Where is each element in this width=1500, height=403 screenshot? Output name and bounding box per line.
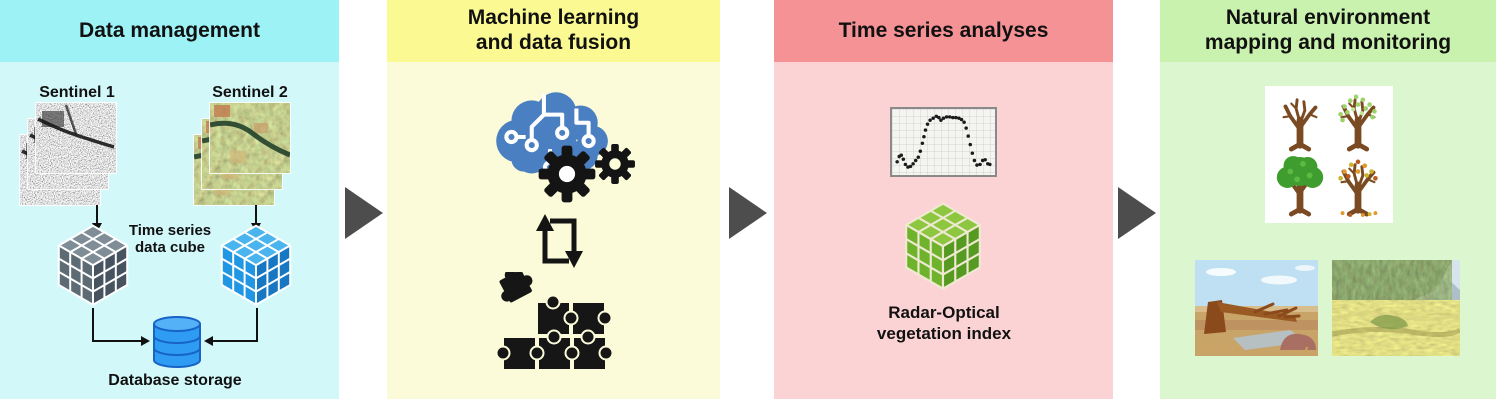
sentinel-1-image-stack-icon — [20, 103, 120, 211]
panel-machine-learning: Machine learning and data fusion — [387, 0, 720, 399]
time-series-data-cube-label: Time series data cube — [118, 222, 222, 257]
label-line: Time series — [128, 222, 212, 239]
panel-body: Sentinel 1 Sentinel 2 Time series data c… — [0, 62, 339, 399]
blue-data-cube-icon — [220, 224, 292, 306]
panel-title-line: and data fusion — [475, 31, 632, 54]
down-arrow-icon — [96, 205, 98, 223]
database-storage-label: Database storage — [108, 372, 242, 389]
repeat-arrows-icon — [536, 214, 583, 268]
panel-title: Machine learning and data fusion — [387, 0, 720, 62]
sentinel-1-label: Sentinel 1 — [39, 84, 115, 101]
fallen-tree-illustration — [1195, 260, 1318, 356]
green-data-cube-icon — [905, 202, 981, 290]
panel-title-line: mapping and monitoring — [1204, 31, 1452, 54]
gray-data-cube-icon — [57, 224, 129, 306]
left-arrowhead-icon — [204, 336, 213, 346]
panel-body — [387, 62, 720, 399]
summer-tree-icon — [1276, 155, 1324, 218]
sentinel-2-label: Sentinel 2 — [212, 84, 288, 101]
panel-title: Natural environment mapping and monitori… — [1160, 0, 1496, 62]
database-cylinder-icon — [153, 316, 201, 368]
right-arrowhead-icon — [141, 336, 150, 346]
panel-title-line: Data management — [79, 18, 260, 42]
autumn-tree-icon — [1329, 159, 1387, 218]
panel-title: Data management — [0, 0, 339, 62]
panel-body: Radar-Optical vegetation index — [774, 62, 1113, 399]
panel-time-series: Time series analyses Radar-Optical veget… — [774, 0, 1113, 399]
time-series-chart — [890, 107, 997, 177]
panel-title-line: Machine learning — [467, 6, 640, 30]
time-series-chart-svg — [895, 114, 992, 169]
flow-arrow-icon — [345, 187, 383, 239]
sentinel-2-image-stack-icon — [194, 103, 294, 211]
winter-tree-icon — [1271, 91, 1329, 153]
panel-body — [1160, 62, 1496, 399]
panel-title-line: Time series analyses — [838, 18, 1049, 42]
label-line: data cube — [134, 239, 206, 257]
label-line: Radar-Optical — [888, 303, 1000, 322]
flow-arrow-icon — [729, 187, 767, 239]
connector-line — [213, 340, 258, 342]
flow-arrow-icon — [1118, 187, 1156, 239]
label-line: vegetation index — [876, 324, 1012, 344]
panel-title-line: Natural environment — [1225, 6, 1431, 30]
connector-line — [92, 340, 141, 342]
meadow-photo — [1332, 260, 1460, 356]
panel-data-management: Data management Sentinel 1 Sentinel 2 — [0, 0, 339, 399]
panel-natural-environment: Natural environment mapping and monitori… — [1160, 0, 1496, 399]
puzzle-pieces-icon — [495, 272, 614, 371]
connector-line — [92, 308, 94, 342]
panel-title: Time series analyses — [774, 0, 1113, 62]
gears-icon — [538, 144, 635, 203]
spring-tree-icon — [1329, 94, 1387, 153]
connector-line — [256, 308, 258, 342]
radar-optical-vegetation-index-label: Radar-Optical vegetation index — [834, 302, 1054, 345]
down-arrow-icon — [255, 205, 257, 223]
four-seasons-trees-image — [1265, 86, 1393, 223]
